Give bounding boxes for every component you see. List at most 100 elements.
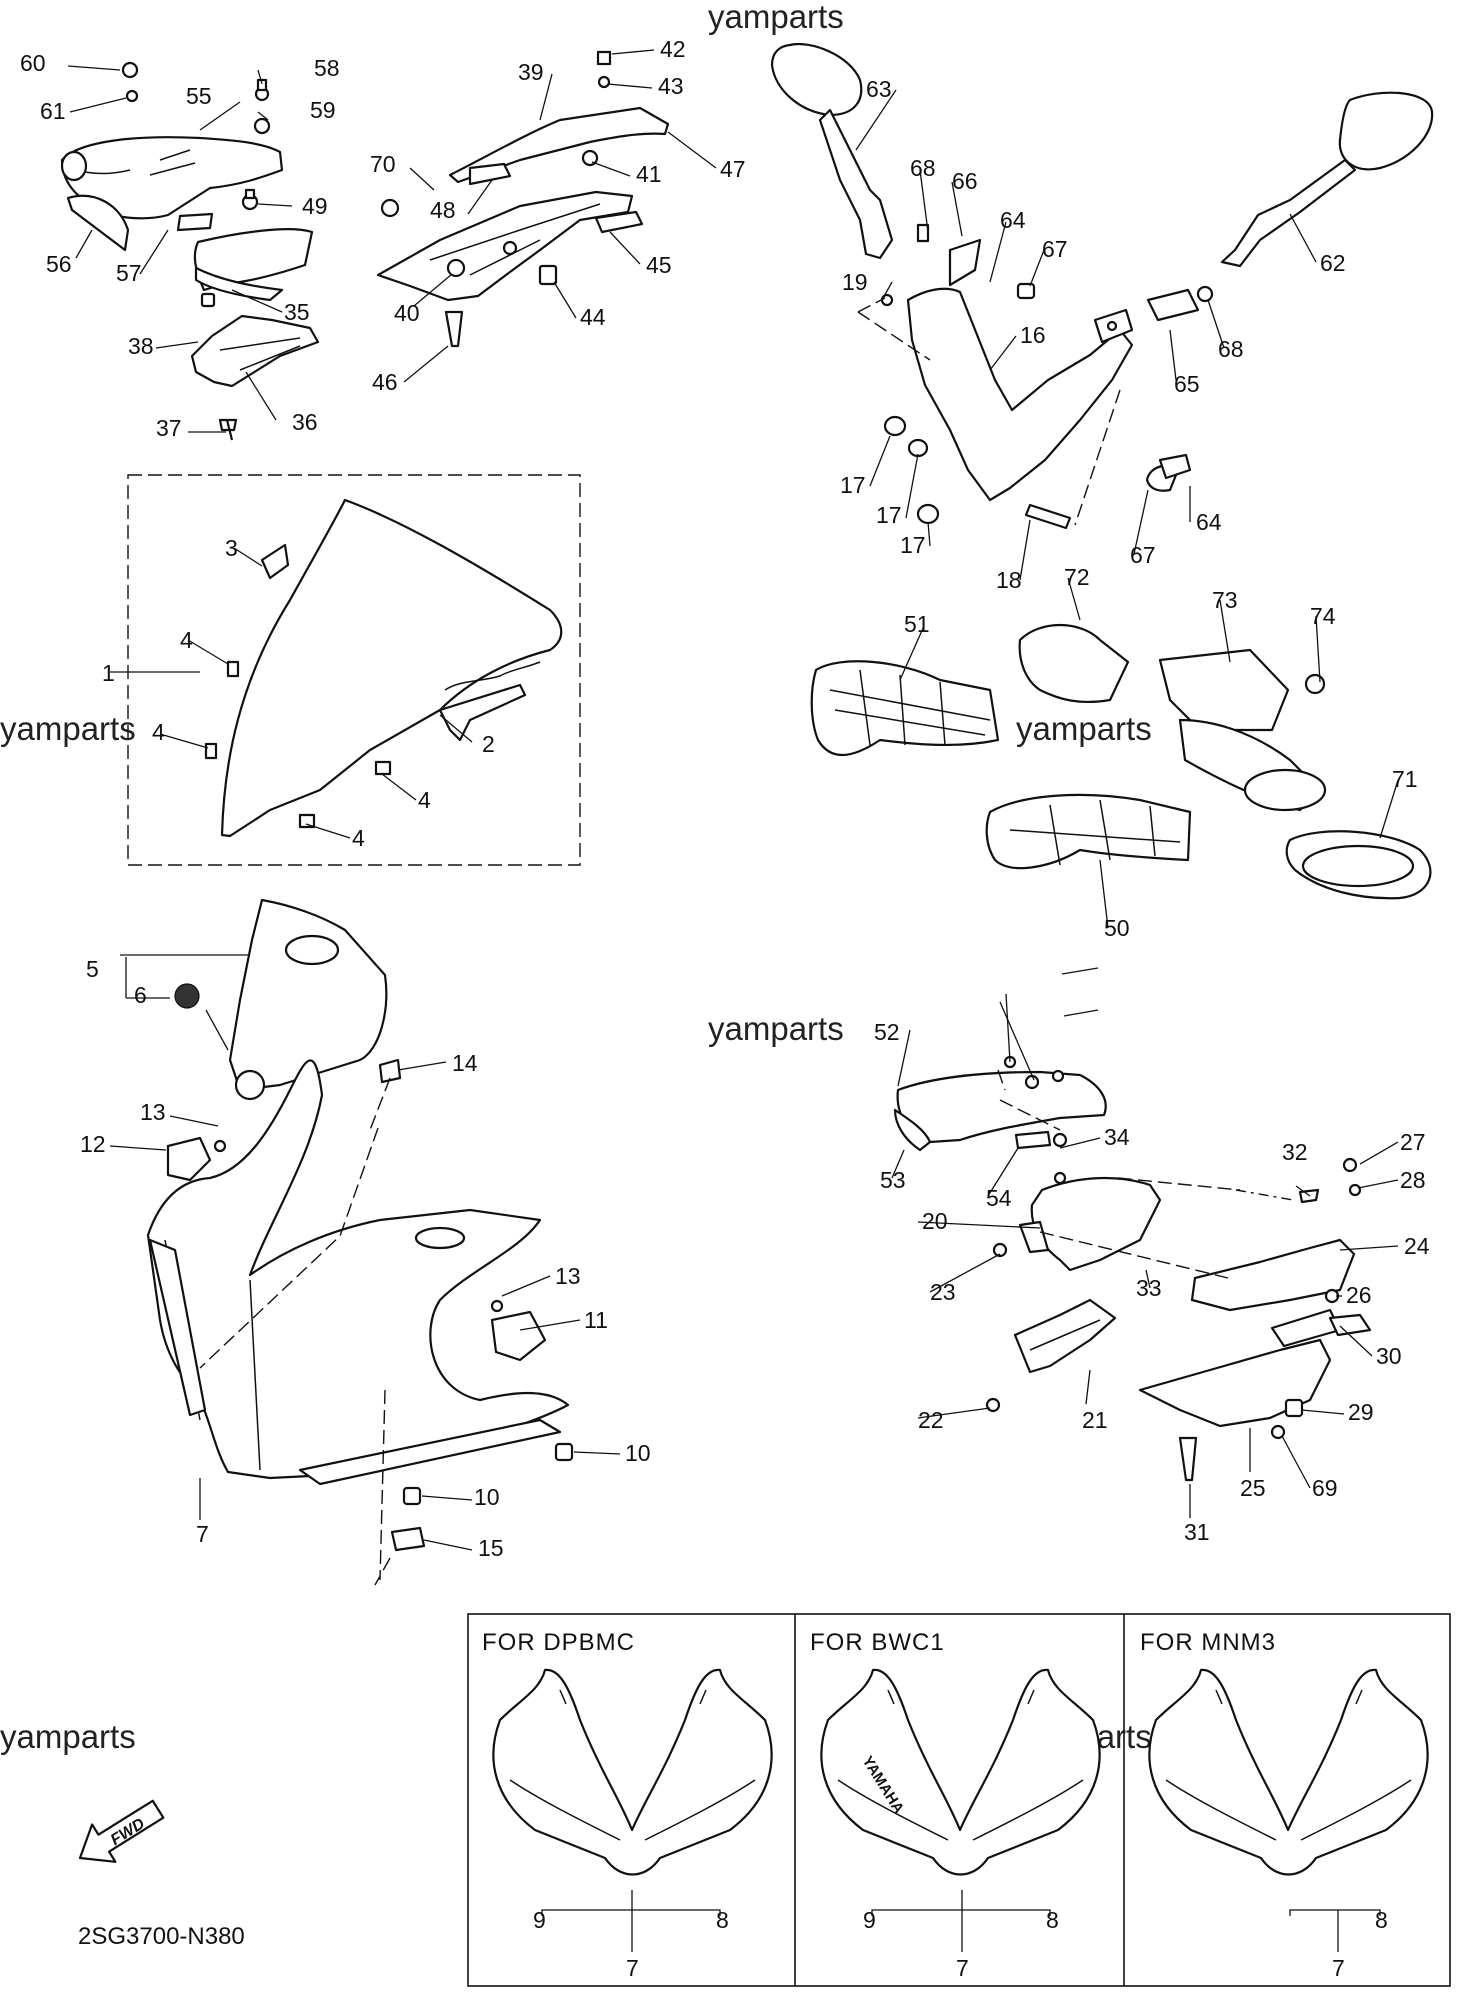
leader-line xyxy=(881,281,893,301)
variant-cowl-2 xyxy=(820,1668,1101,1876)
callout-14: 14 xyxy=(452,1050,478,1076)
leader-line xyxy=(423,1539,473,1551)
callout-4b: 4 xyxy=(152,719,165,745)
leader-line xyxy=(667,131,717,169)
leader-line xyxy=(1133,489,1149,555)
callout-20: 20 xyxy=(922,1208,948,1234)
callout-41: 41 xyxy=(636,161,662,187)
callout-71: 71 xyxy=(1392,766,1418,792)
callout-16: 16 xyxy=(1020,322,1046,348)
leader-line xyxy=(855,89,897,151)
callout-5: 5 xyxy=(86,956,99,982)
leader-line xyxy=(205,1009,229,1051)
variant-2-label-9: 9 xyxy=(863,1907,876,1933)
callout-64b: 64 xyxy=(1196,509,1222,535)
leader-line xyxy=(139,229,169,275)
callout-32: 32 xyxy=(1282,1139,1308,1165)
callout-35: 35 xyxy=(284,299,310,325)
variant-panels-frame xyxy=(467,1613,1451,1987)
leader-line xyxy=(501,1275,551,1297)
leader-line xyxy=(917,1221,1041,1229)
callout-64a: 64 xyxy=(1000,207,1026,233)
leader-line xyxy=(1301,1409,1345,1415)
leader-line xyxy=(989,221,1007,283)
callout-40: 40 xyxy=(394,300,420,326)
callout-17c: 17 xyxy=(900,532,926,558)
variant-title-3: FOR MNM3 xyxy=(1140,1629,1276,1656)
leader-line xyxy=(75,229,93,259)
variant-2-label-7: 7 xyxy=(956,1955,969,1981)
front-cowling xyxy=(146,1058,574,1586)
leader-line xyxy=(187,639,229,665)
callout-29: 29 xyxy=(1348,1399,1374,1425)
leader-line xyxy=(155,341,199,349)
callout-31: 31 xyxy=(1184,1519,1210,1545)
leader-line xyxy=(69,97,127,113)
callout-43: 43 xyxy=(658,73,684,99)
callout-34: 34 xyxy=(1104,1124,1130,1150)
callout-1: 1 xyxy=(102,660,115,686)
callout-10b: 10 xyxy=(474,1484,500,1510)
windscreen xyxy=(204,498,563,838)
leader-line xyxy=(919,169,929,233)
callout-21: 21 xyxy=(1082,1407,1108,1433)
leader-line xyxy=(1061,967,1099,975)
callout-4d: 4 xyxy=(352,825,365,851)
leader-line xyxy=(1315,615,1321,683)
leader-line xyxy=(1005,993,1011,1063)
callout-65: 65 xyxy=(1174,371,1200,397)
callout-44: 44 xyxy=(580,304,606,330)
leader-line xyxy=(245,371,277,421)
watermark-right: yamparts xyxy=(1016,710,1152,747)
leader-line xyxy=(421,1495,473,1501)
callout-47: 47 xyxy=(720,156,746,182)
leader-line xyxy=(905,453,919,519)
leader-line xyxy=(1059,1137,1101,1149)
callout-52: 52 xyxy=(874,1019,900,1045)
callout-12: 12 xyxy=(80,1131,106,1157)
callout-69: 69 xyxy=(1312,1475,1338,1501)
callout-68b: 68 xyxy=(1218,336,1244,362)
callout-28: 28 xyxy=(1400,1167,1426,1193)
callout-22: 22 xyxy=(918,1407,944,1433)
callout-23: 23 xyxy=(930,1279,956,1305)
right-duct-assembly xyxy=(893,1055,1372,1482)
callout-2: 2 xyxy=(482,731,495,757)
callout-45: 45 xyxy=(646,252,672,278)
windscreen-box xyxy=(127,474,581,866)
callout-48: 48 xyxy=(430,197,456,223)
callout-27: 27 xyxy=(1400,1129,1426,1155)
callout-49: 49 xyxy=(302,193,328,219)
watermark-left: yamparts xyxy=(0,710,136,747)
variant-1-label-8: 8 xyxy=(716,1907,729,1933)
callout-66: 66 xyxy=(952,168,978,194)
top-bracket-assembly xyxy=(376,50,670,348)
callout-numbers: 1 2 3 4 4 4 4 5 6 7 10 10 11 12 13 13 14… xyxy=(20,36,1430,1561)
leader-line xyxy=(539,73,553,121)
leader-line xyxy=(607,83,653,89)
leader-line xyxy=(257,111,269,121)
leader-line xyxy=(1339,1325,1373,1357)
variant-2-label-8: 8 xyxy=(1046,1907,1059,1933)
callout-63: 63 xyxy=(866,76,892,102)
callout-18: 18 xyxy=(996,567,1022,593)
leader-line xyxy=(591,161,631,177)
leader-line xyxy=(305,823,351,839)
variant-1-label-9: 9 xyxy=(533,1907,546,1933)
leader-line xyxy=(1219,599,1231,663)
leader-line xyxy=(1289,213,1317,263)
callout-17b: 17 xyxy=(876,502,902,528)
callout-11: 11 xyxy=(584,1307,608,1333)
leader-line xyxy=(929,1253,1001,1293)
variant-title-1: FOR DPBMC xyxy=(482,1629,635,1656)
leader-line xyxy=(409,167,435,191)
callout-57: 57 xyxy=(116,260,142,286)
callout-13b: 13 xyxy=(555,1263,581,1289)
leader-line xyxy=(1099,859,1109,929)
leader-line xyxy=(169,1115,219,1127)
leader-line xyxy=(231,289,283,313)
watermark-top: yamparts xyxy=(708,0,844,35)
variant-cowl-3 xyxy=(1148,1668,1429,1876)
callout-13a: 13 xyxy=(140,1099,166,1125)
callout-68a: 68 xyxy=(910,155,936,181)
